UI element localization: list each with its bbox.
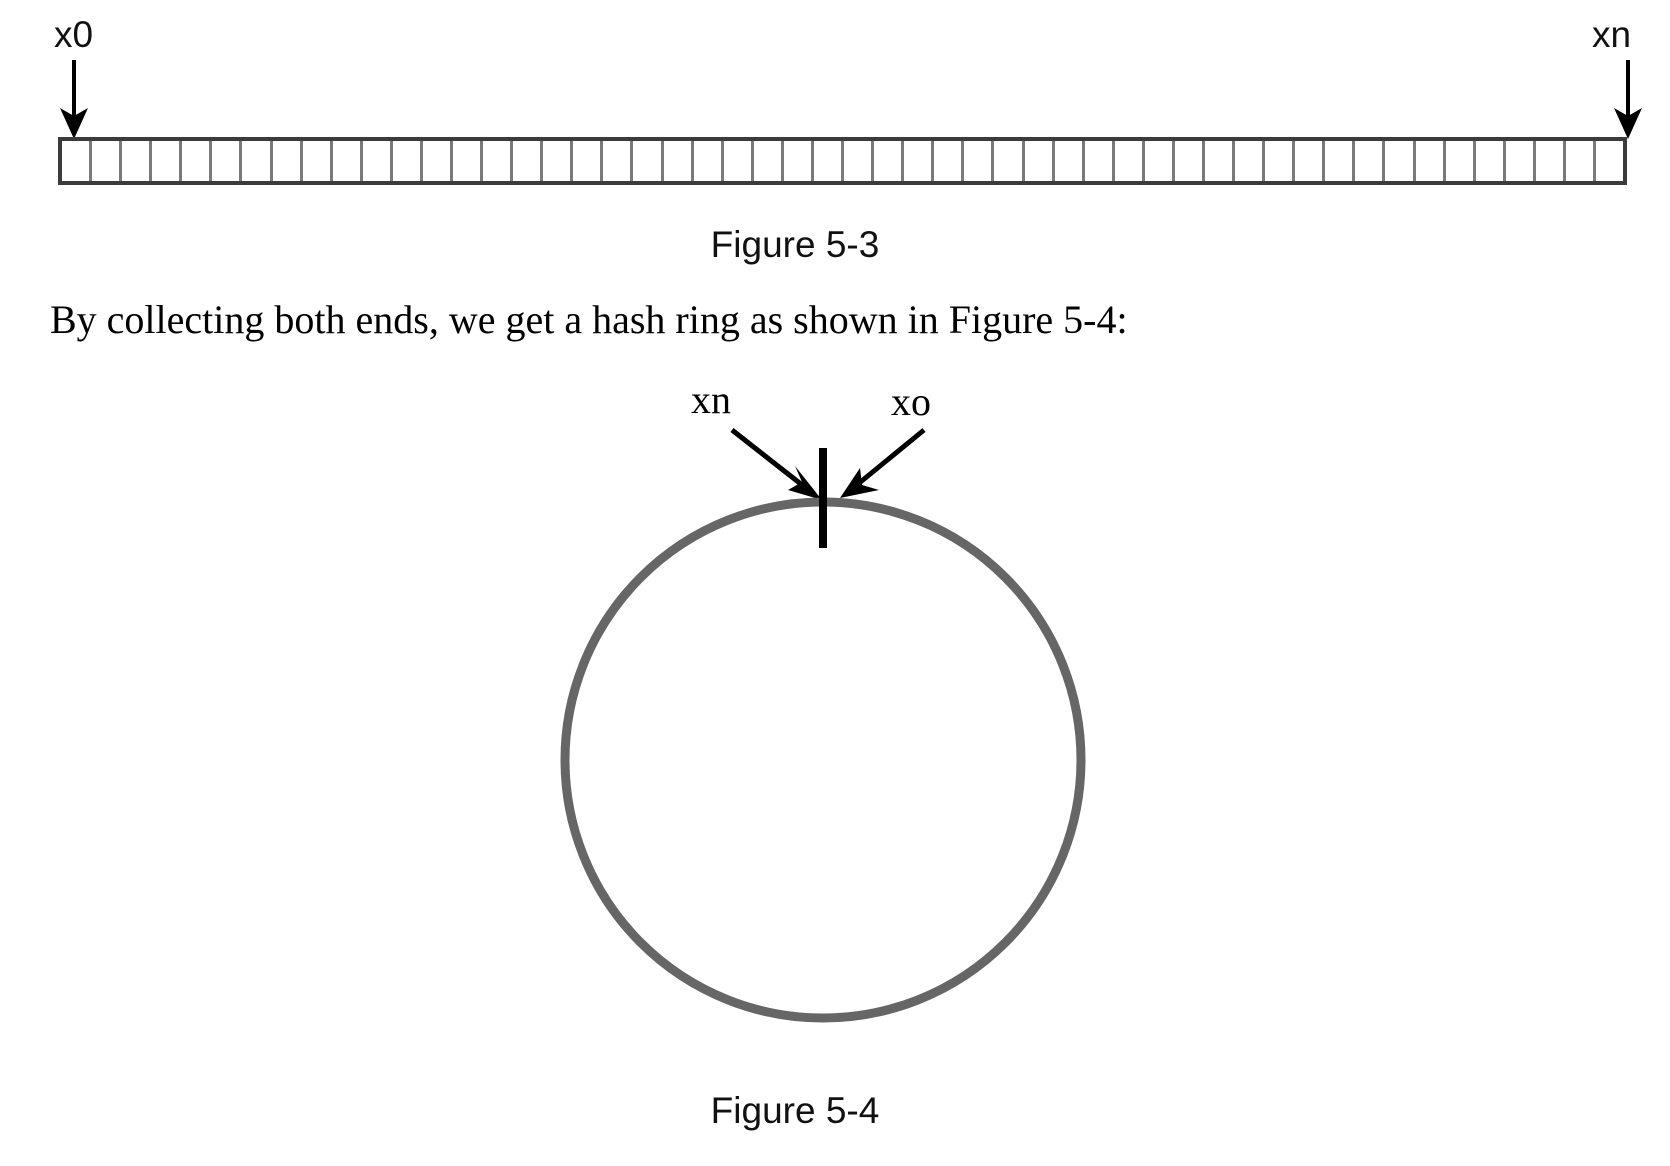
figure-5-3-caption: Figure 5-3 (710, 224, 880, 265)
hash-space-cell (363, 141, 393, 181)
hash-space-start-label: x0 (54, 14, 94, 55)
hash-ring-graphic (560, 428, 1086, 1023)
hash-space-cell (62, 141, 93, 181)
hash-space-cell (513, 141, 544, 181)
hash-space-cell (904, 141, 935, 181)
hash-space-cell (152, 141, 183, 181)
ring-end-label: xn (691, 377, 731, 422)
hash-ring-circle (560, 497, 1086, 1023)
hash-space-cell (423, 141, 454, 181)
diagonal-arrow-down-left-icon (840, 428, 926, 498)
hash-space-cell (1115, 141, 1145, 181)
hash-space-cell (724, 141, 754, 181)
hash-space-cell (1385, 141, 1416, 181)
hash-space-cell (273, 141, 303, 181)
ring-start-label: xo (891, 379, 931, 424)
hash-space-cell (1355, 141, 1386, 181)
hash-space-cell (483, 141, 514, 181)
hash-space-cell (1295, 141, 1326, 181)
linear-hash-space-bar (58, 137, 1627, 185)
hash-space-cell (1416, 141, 1446, 181)
end-down-arrow-icon (1608, 60, 1648, 145)
hash-space-cell (633, 141, 664, 181)
hash-space-cell (1085, 141, 1115, 181)
hash-space-cell (964, 141, 995, 181)
figure-5-4: xn xo (0, 360, 1670, 1166)
hash-space-end-label: xn (1592, 14, 1632, 55)
hash-space-cell (1476, 141, 1506, 181)
hash-space-cell (303, 141, 333, 181)
hash-space-cell (543, 141, 574, 181)
hash-space-cell (393, 141, 423, 181)
hash-space-cell (603, 141, 634, 181)
hash-space-cell (182, 141, 213, 181)
hash-space-cell (1325, 141, 1356, 181)
hash-space-cell (1145, 141, 1175, 181)
hash-space-cell (333, 141, 363, 181)
hash-space-cell (122, 141, 153, 181)
diagonal-arrow-down-right-icon (730, 428, 822, 500)
figure-5-3: x0 xn Figure 5-3 (0, 0, 1670, 285)
hash-space-cell (1025, 141, 1055, 181)
hash-space-cell (664, 141, 694, 181)
hash-space-cell (1235, 141, 1266, 181)
hash-space-cell (453, 141, 484, 181)
hash-space-cell (242, 141, 273, 181)
hash-space-cell (92, 141, 123, 181)
hash-space-cell (1596, 141, 1623, 181)
hash-space-cell (1446, 141, 1476, 181)
hash-space-cell (1536, 141, 1566, 181)
hash-space-cell (1175, 141, 1205, 181)
hash-space-cell (754, 141, 784, 181)
hash-space-cell (1506, 141, 1536, 181)
hash-space-cell (1566, 141, 1596, 181)
hash-space-cell (784, 141, 814, 181)
hash-space-cell (994, 141, 1025, 181)
hash-space-cell (1205, 141, 1236, 181)
hash-space-cell (573, 141, 604, 181)
hash-space-cell (874, 141, 905, 181)
start-down-arrow-icon (54, 60, 94, 145)
hash-space-cell (934, 141, 965, 181)
hash-space-cell (212, 141, 243, 181)
hash-space-cell (814, 141, 845, 181)
hash-space-cell (1055, 141, 1085, 181)
hash-space-cell (1265, 141, 1296, 181)
hash-space-cell (694, 141, 724, 181)
body-paragraph: By collecting both ends, we get a hash r… (50, 297, 1128, 342)
figure-5-4-caption: Figure 5-4 (710, 1090, 880, 1131)
hash-space-cell (844, 141, 875, 181)
